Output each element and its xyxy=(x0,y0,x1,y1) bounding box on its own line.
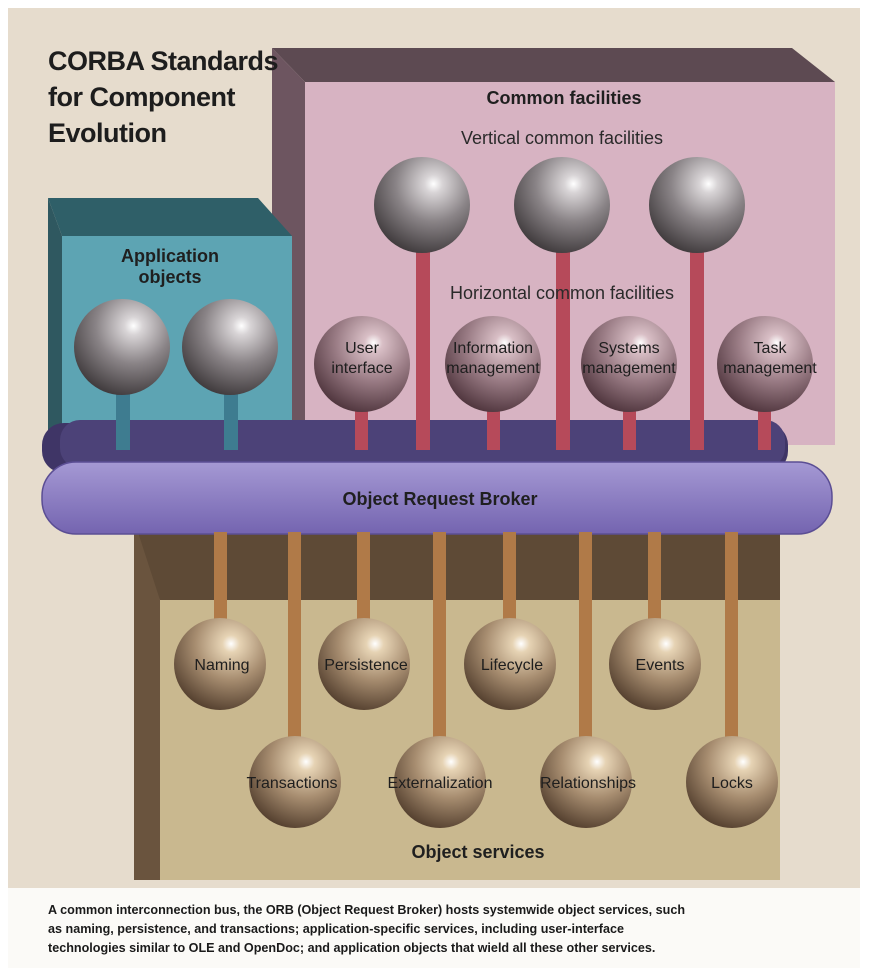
facility-label-user-interface-2: interface xyxy=(331,360,392,377)
horizontal-facility-sphere xyxy=(717,316,813,412)
service-stems xyxy=(214,532,738,742)
caption-line-1: A common interconnection bus, the ORB (O… xyxy=(48,903,685,917)
service-label-events: Events xyxy=(636,657,685,674)
facility-stems xyxy=(355,250,771,450)
caption-background xyxy=(8,888,860,968)
service-sphere xyxy=(540,736,632,828)
horizontal-facility-sphere xyxy=(314,316,410,412)
vertical-facility-sphere xyxy=(649,157,745,253)
facility-label-systems-2: management xyxy=(582,360,676,377)
service-label-lifecycle: Lifecycle xyxy=(481,657,543,674)
object-services-title: Object services xyxy=(411,842,544,862)
facility-label-information-2: management xyxy=(446,360,540,377)
application-objects-title-2: objects xyxy=(138,267,201,287)
application-sphere xyxy=(74,299,170,395)
service-label-transactions: Transactions xyxy=(247,775,338,792)
common-facilities-title: Common facilities xyxy=(486,88,641,108)
orb-label: Object Request Broker xyxy=(342,489,537,509)
application-stems xyxy=(116,390,238,450)
service-sphere xyxy=(609,618,701,710)
service-sphere xyxy=(464,618,556,710)
service-label-persistence: Persistence xyxy=(324,657,408,674)
service-sphere xyxy=(318,618,410,710)
service-label-relationships: Relationships xyxy=(540,775,636,792)
caption-line-2: as naming, persistence, and transactions… xyxy=(48,922,624,936)
facility-label-information-1: Information xyxy=(453,340,533,357)
horizontal-facility-spheres xyxy=(314,316,813,412)
facility-label-user-interface-1: User xyxy=(345,340,379,357)
facility-label-systems-1: Systems xyxy=(598,340,659,357)
service-label-externalization: Externalization xyxy=(388,775,493,792)
service-label-locks: Locks xyxy=(711,775,753,792)
service-sphere xyxy=(394,736,486,828)
application-objects-title-1: Application xyxy=(121,246,219,266)
service-label-naming: Naming xyxy=(194,657,249,674)
figure-title-line-2: for Component xyxy=(48,82,235,112)
horizontal-facilities-label: Horizontal common facilities xyxy=(450,283,674,303)
application-spheres xyxy=(74,299,278,395)
vertical-facility-spheres xyxy=(374,157,745,253)
figure-title-line-3: Evolution xyxy=(48,118,167,148)
facility-label-task-2: management xyxy=(723,360,817,377)
service-sphere xyxy=(686,736,778,828)
facility-label-task-1: Task xyxy=(754,340,788,357)
figure-title-line-1: CORBA Standards xyxy=(48,46,278,76)
service-spheres xyxy=(174,618,778,828)
vertical-facility-sphere xyxy=(514,157,610,253)
vertical-facilities-label: Vertical common facilities xyxy=(461,128,663,148)
service-sphere xyxy=(174,618,266,710)
horizontal-facility-sphere xyxy=(581,316,677,412)
horizontal-facility-sphere xyxy=(445,316,541,412)
service-sphere xyxy=(249,736,341,828)
caption-line-3: technologies similar to OLE and OpenDoc;… xyxy=(48,941,655,955)
vertical-facility-sphere xyxy=(374,157,470,253)
application-sphere xyxy=(182,299,278,395)
object-request-broker-bus xyxy=(41,420,833,535)
